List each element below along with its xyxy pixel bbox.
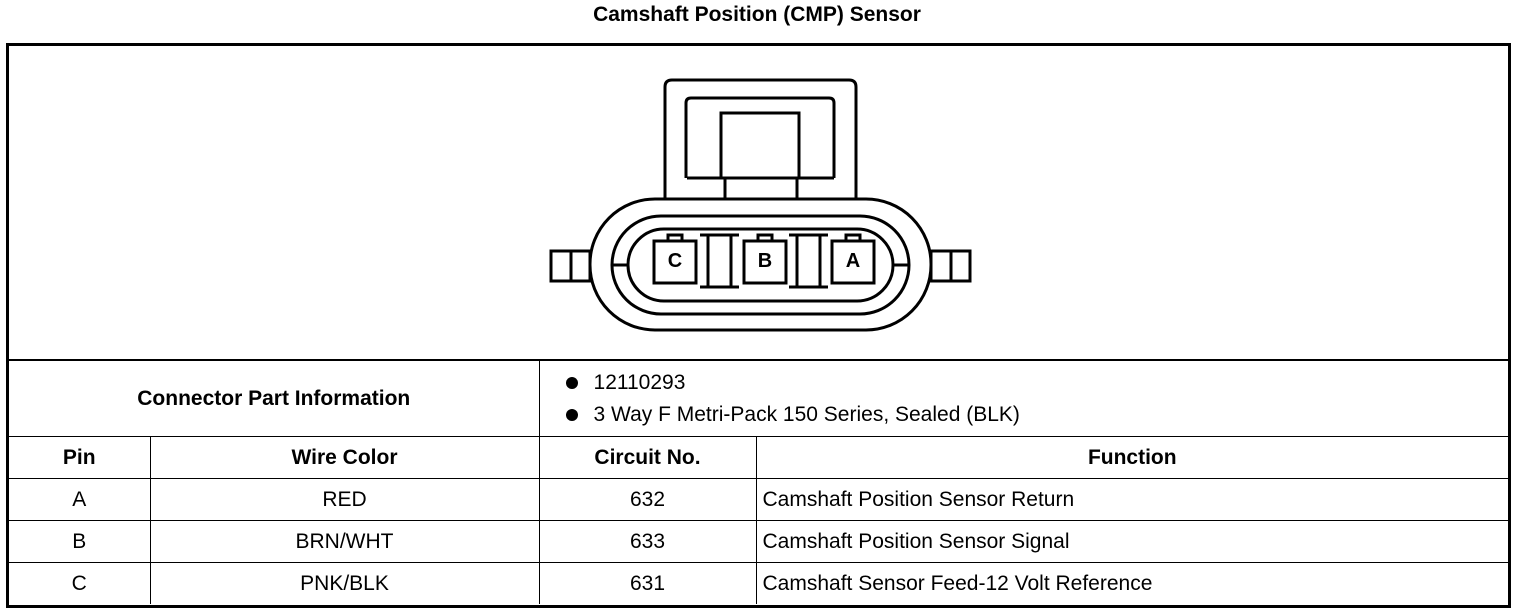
cell-function: Camshaft Position Sensor Return [755, 478, 1509, 521]
connector-sheet: C B A Connector Part Information 1211029… [6, 43, 1511, 608]
table-row: C PNK/BLK 631 Camshaft Sensor Feed-12 Vo… [9, 562, 1509, 604]
cell-pin: B [9, 520, 151, 563]
cell-circuit: 631 [538, 562, 757, 604]
connector-face-drawing: C B A [549, 78, 972, 332]
part-info-item: 12110293 [565, 367, 1509, 399]
connector-diagram: C B A [9, 46, 1508, 361]
part-info-item: 3 Way F Metri-Pack 150 Series, Sealed (B… [565, 399, 1509, 431]
part-info-row: Connector Part Information 12110293 3 Wa… [9, 361, 1509, 437]
cell-function: Camshaft Sensor Feed-12 Volt Reference [755, 562, 1509, 604]
cell-pin: C [9, 562, 151, 604]
connector-description: 3 Way F Metri-Pack 150 Series, Sealed (B… [593, 402, 1020, 426]
part-info-label: Connector Part Information [9, 361, 540, 437]
cell-circuit: 632 [538, 478, 757, 521]
cell-wire-color: PNK/BLK [149, 562, 540, 604]
bullet-icon [565, 376, 578, 389]
part-info-list-cell: 12110293 3 Way F Metri-Pack 150 Series, … [538, 361, 1509, 437]
cell-wire-color: RED [149, 478, 540, 521]
pin-label-a: A [846, 250, 860, 272]
table-row: B BRN/WHT 633 Camshaft Position Sensor S… [9, 520, 1509, 563]
header-wire-color: Wire Color [149, 436, 540, 479]
header-pin: Pin [9, 436, 151, 479]
pinout-table: Connector Part Information 12110293 3 Wa… [9, 361, 1509, 604]
table-header-row: Pin Wire Color Circuit No. Function [9, 436, 1509, 479]
cell-pin: A [9, 478, 151, 521]
cell-circuit: 633 [538, 520, 757, 563]
pin-label-b: B [758, 250, 772, 272]
page-title: Camshaft Position (CMP) Sensor [593, 3, 921, 26]
bullet-icon [565, 408, 578, 421]
table-row: A RED 632 Camshaft Position Sensor Retur… [9, 478, 1509, 521]
cell-wire-color: BRN/WHT [149, 520, 540, 563]
pin-label-c: C [668, 250, 682, 272]
cell-function: Camshaft Position Sensor Signal [755, 520, 1509, 563]
header-circuit: Circuit No. [538, 436, 757, 479]
header-function: Function [755, 436, 1509, 479]
part-number: 12110293 [593, 370, 686, 394]
part-info-list: 12110293 3 Way F Metri-Pack 150 Series, … [540, 367, 1509, 431]
